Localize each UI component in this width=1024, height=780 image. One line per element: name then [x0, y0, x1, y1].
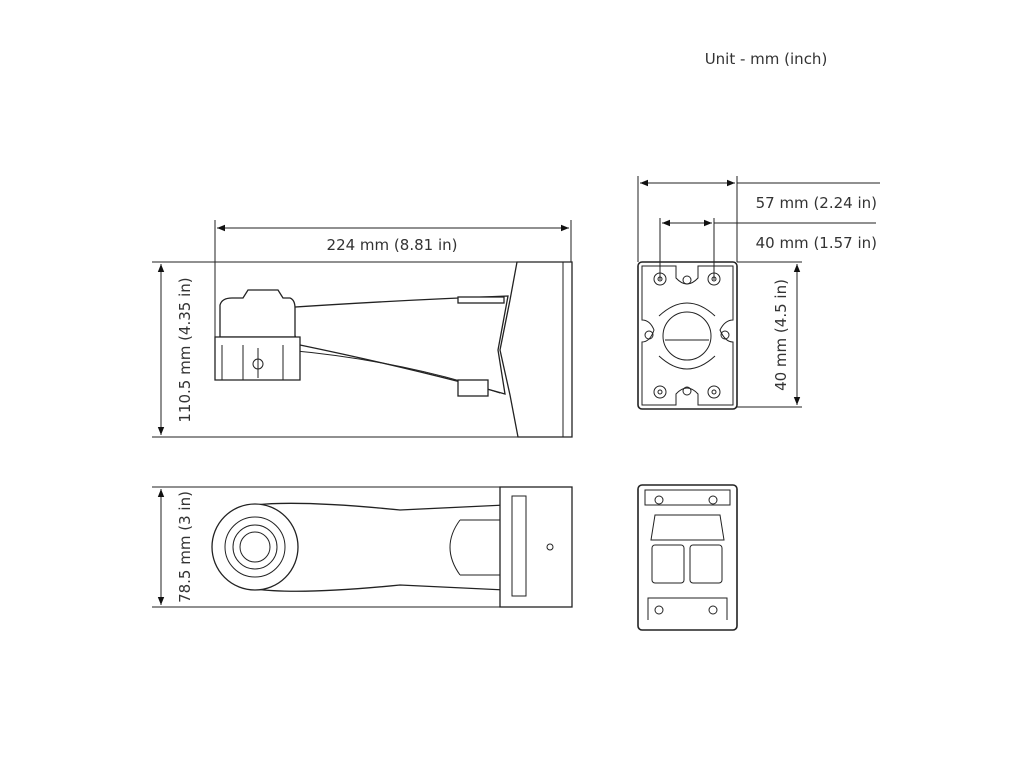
side-height-label: 110.5 mm (4.35 in) — [176, 277, 194, 422]
plate-width-label: 57 mm (2.24 in) — [756, 194, 877, 212]
side-view: 224 mm (8.81 in) 110.5 mm (4.35 in) — [152, 220, 573, 438]
plate-height-label: 40 mm (4.5 in) — [772, 279, 790, 391]
unit-label: Unit - mm (inch) — [705, 50, 828, 68]
bottom-view: 78.5 mm (3 in) — [152, 486, 573, 608]
side-length-label: 224 mm (8.81 in) — [327, 236, 458, 254]
hole-spacing-label: 40 mm (1.57 in) — [756, 234, 877, 252]
plate-front-view: 57 mm (2.24 in) 40 mm (1.57 in) 40 mm (4… — [637, 176, 880, 410]
bottom-width-label: 78.5 mm (3 in) — [176, 491, 194, 603]
plate-back-view — [637, 484, 738, 631]
